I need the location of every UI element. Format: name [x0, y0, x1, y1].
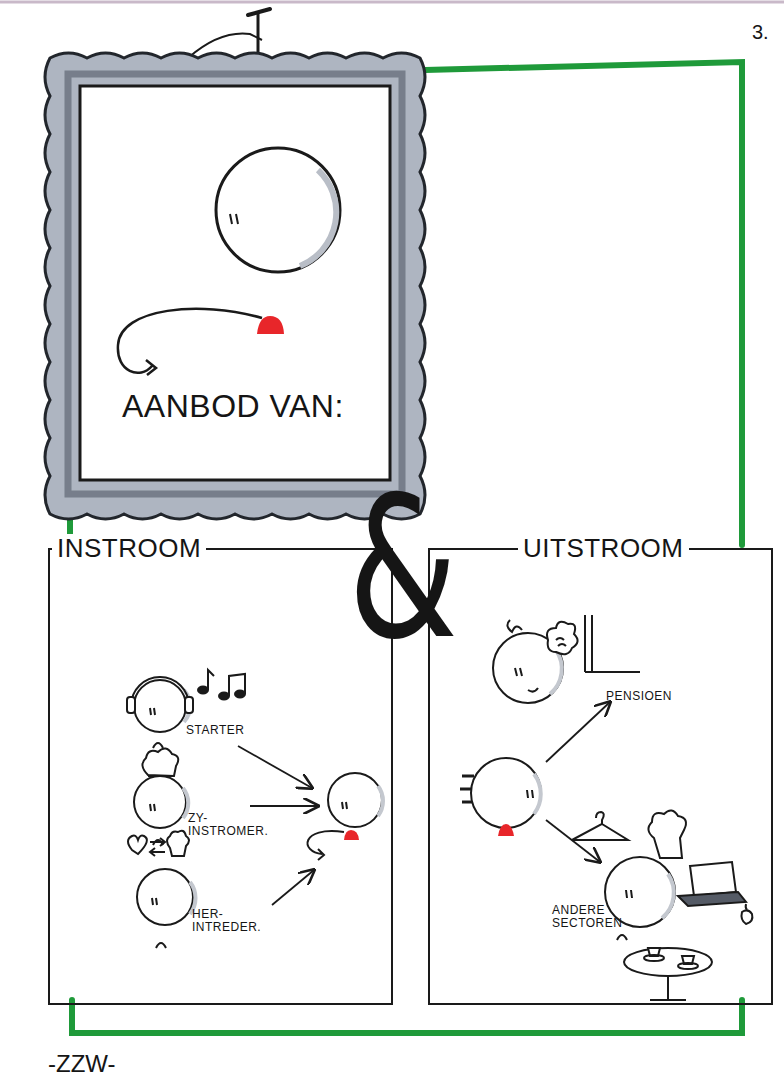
picture-frame: AANBOD VAN: [50, 55, 420, 510]
figure-label: ZY- INSTROMER. [188, 812, 274, 846]
node-text: STARTER [186, 724, 276, 737]
node-text: AANBOD VAN: [122, 389, 344, 424]
figure-label: PENSIOEN [606, 690, 706, 710]
head-shade [300, 170, 336, 266]
person-body [118, 309, 262, 375]
node-text: ANDERE SECTOREN [552, 904, 636, 930]
leaving-figure [460, 758, 541, 836]
ampersand: & [348, 470, 458, 666]
flow-arrows [238, 702, 610, 905]
node-text: HER- INTREDER. [192, 908, 278, 934]
nail [257, 13, 260, 56]
frame-inner [80, 86, 390, 480]
heading: UITSTROOM [518, 534, 689, 563]
frame-border [45, 53, 425, 519]
figure-label: STARTER [186, 724, 276, 746]
green-bracket [425, 62, 742, 545]
node-text: ZY- INSTROMER. [188, 812, 274, 838]
node-text: PENSIOEN [606, 690, 706, 703]
footer-mark: -ZZW- [48, 1052, 116, 1076]
page-edge [0, 1, 784, 4]
herintreder-figure [128, 831, 196, 948]
red-tie [257, 316, 284, 334]
heading: INSTROOM [52, 534, 206, 563]
page-number: 3. [752, 22, 769, 42]
person-head [216, 148, 340, 272]
newcomer-figure [308, 773, 383, 860]
eyes [230, 214, 238, 224]
frame-shade [68, 74, 402, 494]
instroom-box: INSTROOMSTARTERZY- INSTROMER.HER- INTRED… [48, 548, 393, 1005]
uitstroom-box: UITSTROOMPENSIOENANDERE SECTOREN [428, 548, 773, 1005]
figure-label: ANDERE SECTOREN [552, 904, 636, 938]
figure-label: HER- INTREDER. [192, 908, 278, 942]
